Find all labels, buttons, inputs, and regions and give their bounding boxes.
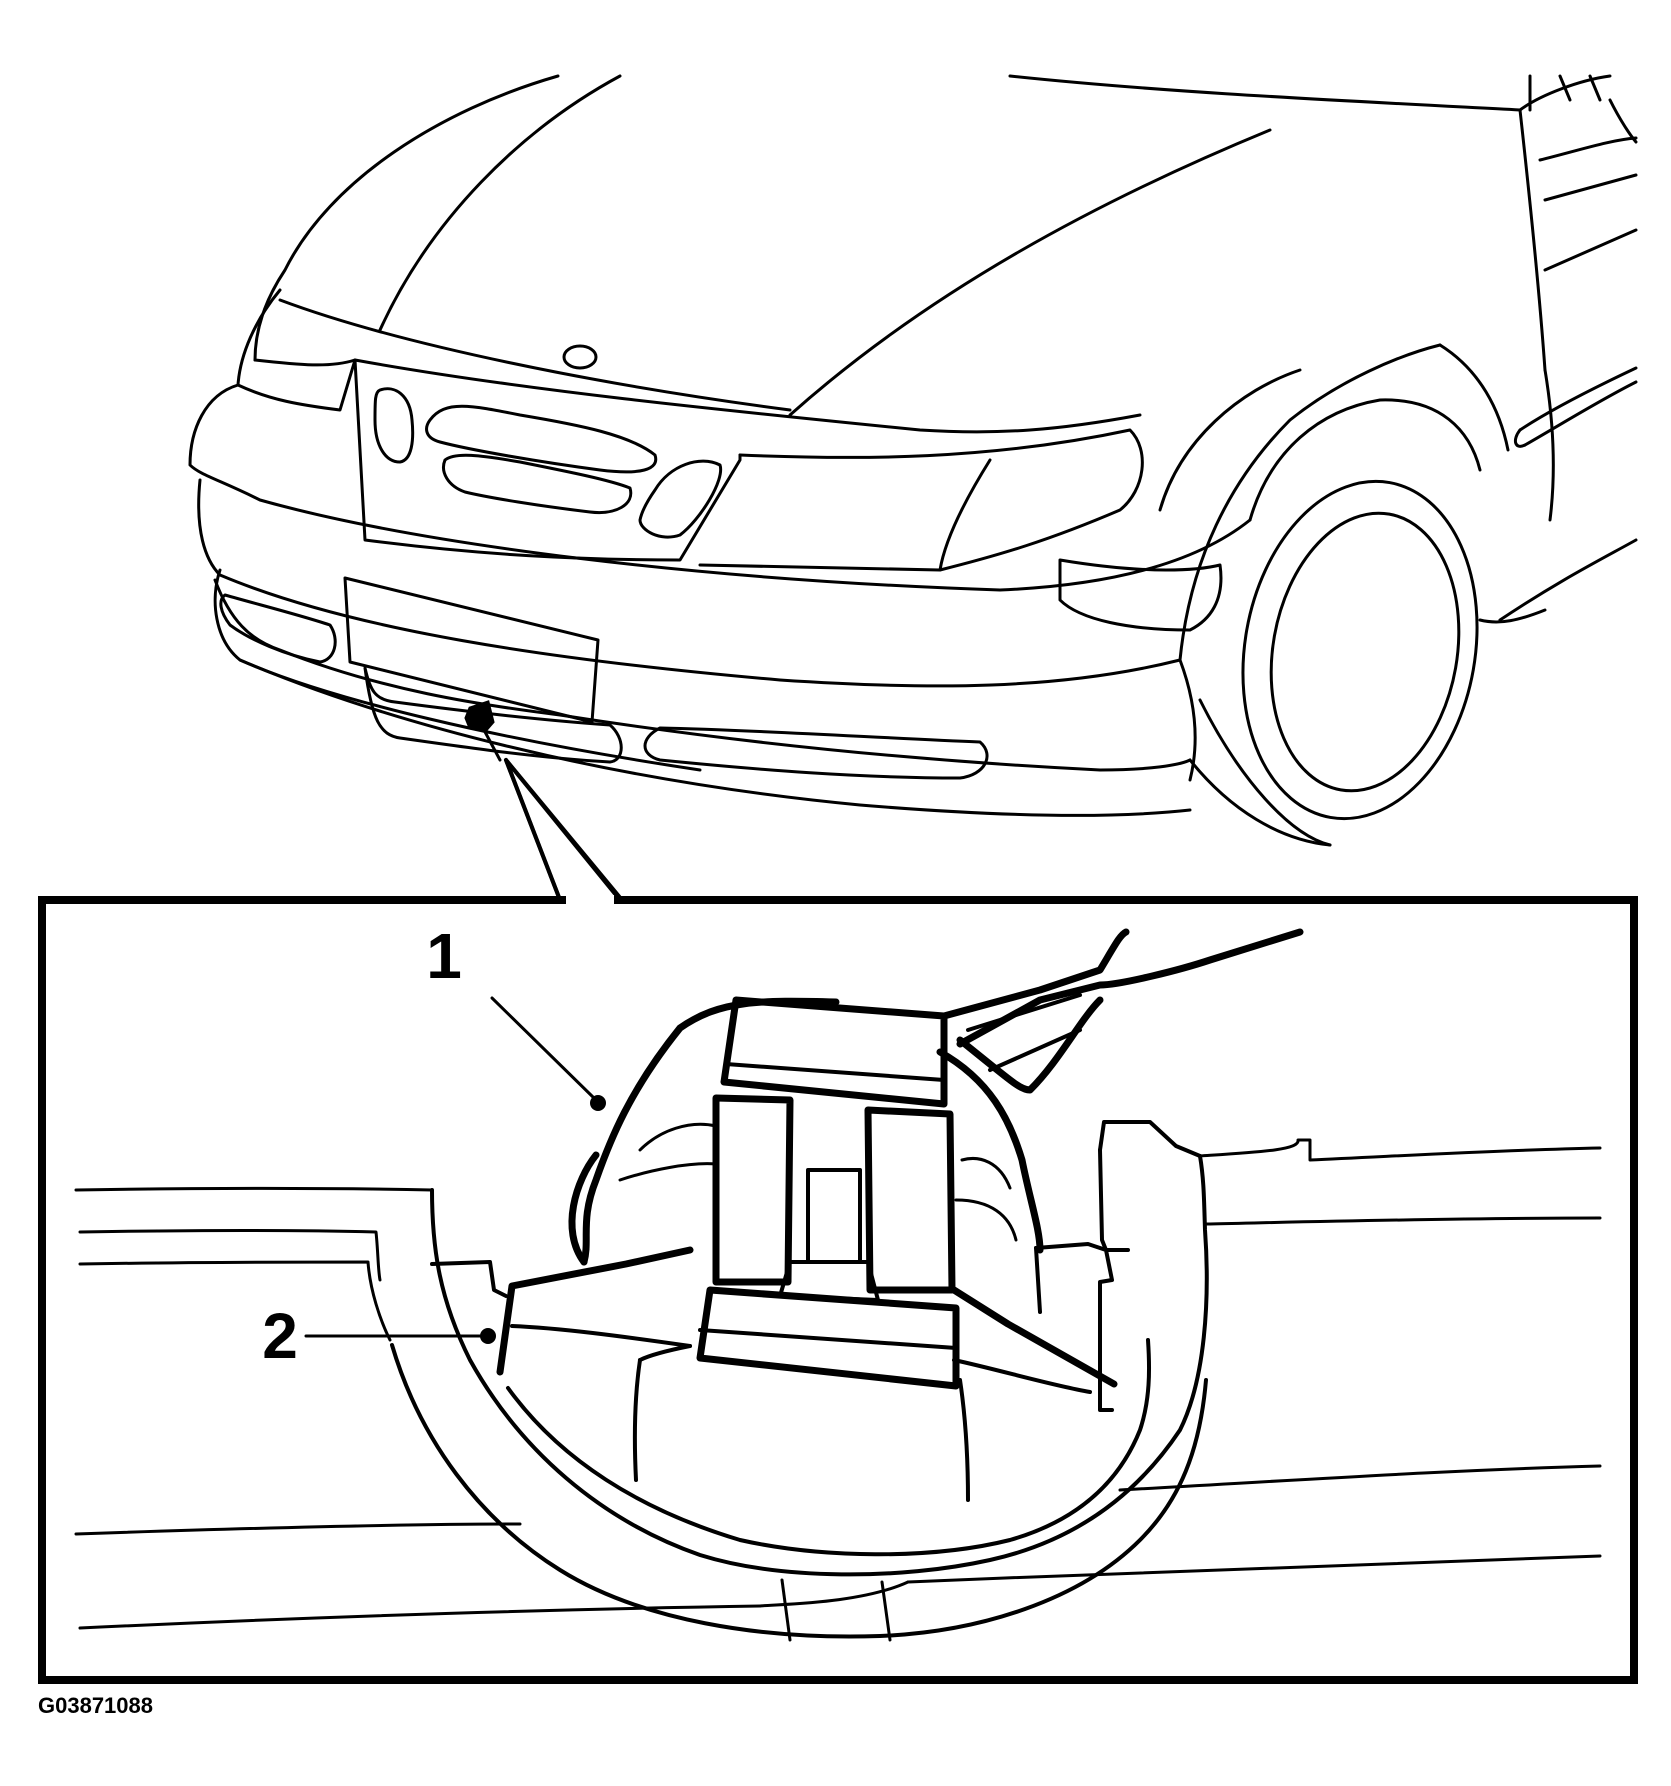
inset-detail — [74, 928, 1602, 1642]
hood-crease-right — [788, 128, 1272, 417]
callout-1-leader — [490, 996, 598, 1102]
left-fog-opening — [219, 593, 337, 664]
sensor-location-mark — [464, 700, 495, 732]
licence-plate — [343, 576, 623, 764]
front-wheel — [1158, 343, 1510, 847]
parking-sensor — [568, 928, 1304, 1390]
figure-id: G03871088 — [38, 1693, 153, 1718]
callout-1-dot — [590, 1095, 606, 1111]
callout-1-label: 1 — [426, 920, 462, 992]
hood-emblem — [562, 344, 598, 370]
front-bumper — [188, 383, 1252, 817]
callout-2-dot — [480, 1328, 496, 1344]
right-headlamp — [698, 428, 1144, 572]
callout-1: 1 — [426, 920, 606, 1111]
car-side — [1478, 74, 1638, 624]
car-front-overview — [188, 74, 1638, 902]
callout-2-label: 2 — [262, 1300, 298, 1372]
hood-outline — [253, 74, 560, 362]
sensor-housing — [430, 1154, 1209, 1577]
mounting-bracket — [496, 1246, 694, 1376]
inset-frame — [38, 896, 1638, 1684]
grille — [353, 358, 742, 562]
hood-crease-left — [378, 74, 622, 332]
callout-2: 2 — [262, 1300, 496, 1372]
right-fog-opening — [643, 726, 989, 780]
